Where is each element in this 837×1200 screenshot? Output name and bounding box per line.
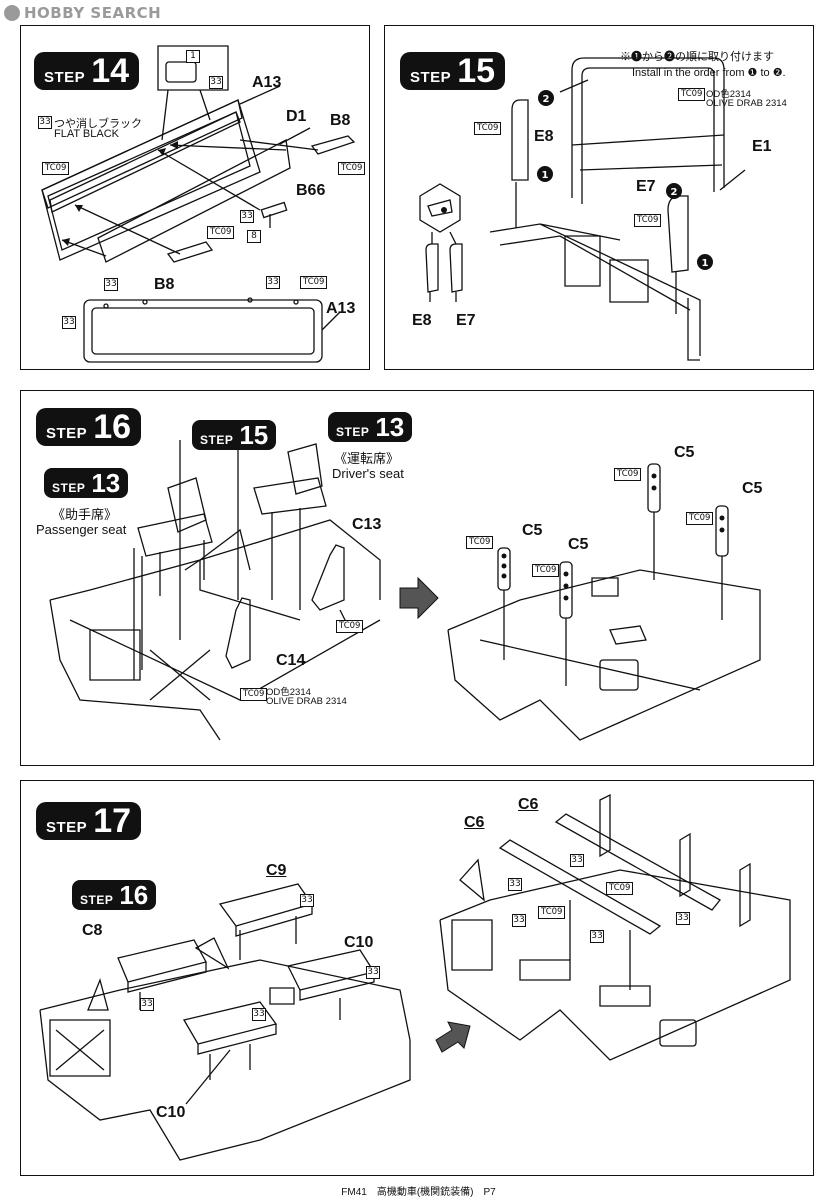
- step-16-panel: [20, 390, 814, 766]
- tc-c5-b: TC09: [686, 512, 714, 525]
- flat-black-en: FLAT BLACK: [54, 128, 120, 140]
- r2-paint-number: 33: [508, 878, 522, 891]
- step-15-ref-tag: STEP 15: [192, 420, 277, 450]
- logo-icon: [4, 5, 20, 21]
- order-note-en: Install in the order from ❶ to ❷.: [632, 67, 786, 79]
- part-c5-b: C5: [742, 480, 763, 497]
- part-a13-bottom: A13: [326, 300, 356, 317]
- step-16-tag: STEP 16: [36, 408, 142, 446]
- paint-name-15: OLIVE DRAB 2314: [706, 98, 787, 109]
- passenger-seat-en: Passenger seat: [36, 522, 127, 537]
- flat-black-paint-number: 33: [38, 116, 52, 129]
- part-c10-right: C10: [344, 934, 374, 951]
- logo-text: HOBBY SEARCH: [24, 4, 162, 22]
- tc-top: TC09: [678, 88, 706, 101]
- r4-paint-number: 33: [512, 914, 526, 927]
- step-15-tag: STEP 15: [400, 52, 506, 90]
- order-2-top: 2: [543, 94, 550, 105]
- tc-c5-d: TC09: [532, 564, 560, 577]
- tc-c5-a: TC09: [614, 468, 642, 481]
- tc-r1: TC09: [606, 882, 634, 895]
- part-c6-top: C6: [518, 796, 539, 813]
- part-a13-top: A13: [252, 74, 282, 91]
- order-2-right: 2: [671, 187, 678, 198]
- inset-part-number: 1: [186, 50, 200, 63]
- part-c13: C13: [352, 516, 382, 533]
- part-c9: C9: [266, 862, 287, 879]
- part-e8: E8: [534, 128, 554, 145]
- page-footer: FM41 高機動車(機関銃装備) P7: [341, 1187, 496, 1198]
- part-b8-bottom: B8: [154, 276, 175, 293]
- step-14-tag: STEP 14: [34, 52, 140, 90]
- tc-b8: TC09: [207, 226, 235, 239]
- tc-r2: TC09: [538, 906, 566, 919]
- c9-paint-number: 33: [300, 894, 314, 907]
- part-c10-bottom: C10: [156, 1104, 186, 1121]
- b66-paint-number: 33: [240, 210, 254, 223]
- tc-right: TC09: [338, 162, 366, 175]
- paint-code-16: OD色2314: [266, 687, 311, 698]
- step-17-tag: STEP 17: [36, 802, 142, 840]
- site-logo: HOBBY SEARCH: [4, 4, 161, 22]
- passenger-seat-jp: 《助手席》: [52, 507, 118, 522]
- part-b66: B66: [296, 182, 326, 199]
- part-c14: C14: [276, 652, 306, 669]
- bottom-mid1-number: 33: [104, 278, 118, 291]
- part-e8-bottom: E8: [412, 312, 432, 329]
- part-c8: C8: [82, 922, 103, 939]
- tc-e7: TC09: [634, 214, 662, 227]
- bottom-mid2-number: 33: [266, 276, 280, 289]
- driver-seat-jp: 《運転席》: [334, 451, 400, 466]
- part-e7: E7: [636, 178, 656, 195]
- driver-seat-en: Driver's seat: [332, 466, 404, 481]
- tc-c13: TC09: [336, 620, 364, 633]
- c10-right-paint-number: 33: [366, 966, 380, 979]
- part-c5-d: C5: [568, 536, 589, 553]
- c8-paint-number: 33: [140, 998, 154, 1011]
- paint-code-15: OD色2314: [706, 89, 751, 100]
- step-13-passenger-ref-tag: STEP 13: [44, 468, 129, 498]
- flat-black-jp: つや消しブラック: [54, 118, 142, 130]
- inset-paint-number: 33: [209, 76, 223, 89]
- b66-part-number: 8: [247, 230, 261, 243]
- part-b8-right: B8: [330, 112, 351, 129]
- r3-paint-number: 33: [676, 912, 690, 925]
- order-1-right: 1: [702, 258, 709, 269]
- step-17-panel: [20, 780, 814, 1176]
- order-1-left: 1: [542, 170, 549, 181]
- part-e7-bottom: E7: [456, 312, 476, 329]
- paint-name-16: OLIVE DRAB 2314: [266, 696, 347, 707]
- tc-bottom: TC09: [300, 276, 328, 289]
- part-c5-c: C5: [522, 522, 543, 539]
- part-c6-left: C6: [464, 814, 485, 831]
- tc-c5-c: TC09: [466, 536, 494, 549]
- c10-bottom-paint-number: 33: [252, 1008, 266, 1021]
- step-16-ref-tag: STEP 16: [72, 880, 157, 910]
- part-e1: E1: [752, 138, 772, 155]
- part-c5-a: C5: [674, 444, 695, 461]
- tc-e8: TC09: [474, 122, 502, 135]
- order-note-jp: ※❶から❷の順に取り付けます: [620, 51, 774, 63]
- r1-paint-number: 33: [570, 854, 584, 867]
- tc-left: TC09: [42, 162, 70, 175]
- step-13-driver-ref-tag: STEP 13: [328, 412, 413, 442]
- r5-paint-number: 33: [590, 930, 604, 943]
- bottom-left-number: 33: [62, 316, 76, 329]
- part-d1: D1: [286, 108, 307, 125]
- tc-c14: TC09: [240, 688, 268, 701]
